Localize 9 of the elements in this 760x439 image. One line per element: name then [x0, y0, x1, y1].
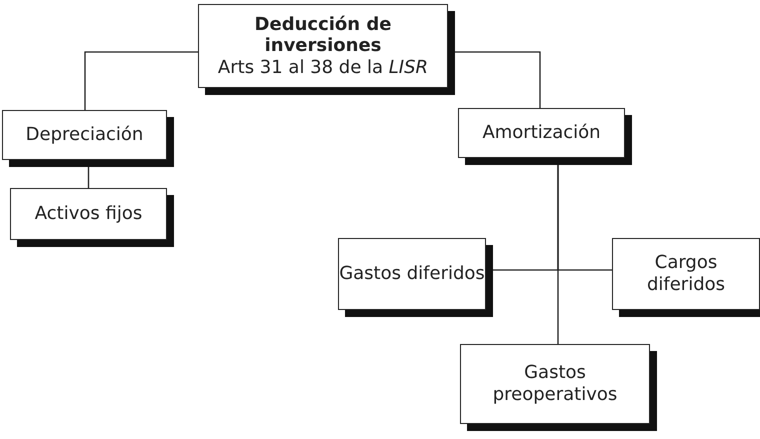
box-heading: Deducción de inversiones: [254, 14, 392, 57]
box-text: Activos fijos: [34, 203, 142, 225]
box-text: Gastos preoperativos: [492, 362, 618, 406]
box-text: Amortización: [482, 122, 601, 144]
connector-line: [84, 51, 198, 110]
box-text: Depreciación: [26, 124, 144, 146]
box-text: Cargos diferidos: [646, 252, 726, 296]
box-text: Gastos diferidos: [339, 263, 485, 285]
box-text: Arts 31 al 38 de la LISR: [218, 56, 428, 78]
